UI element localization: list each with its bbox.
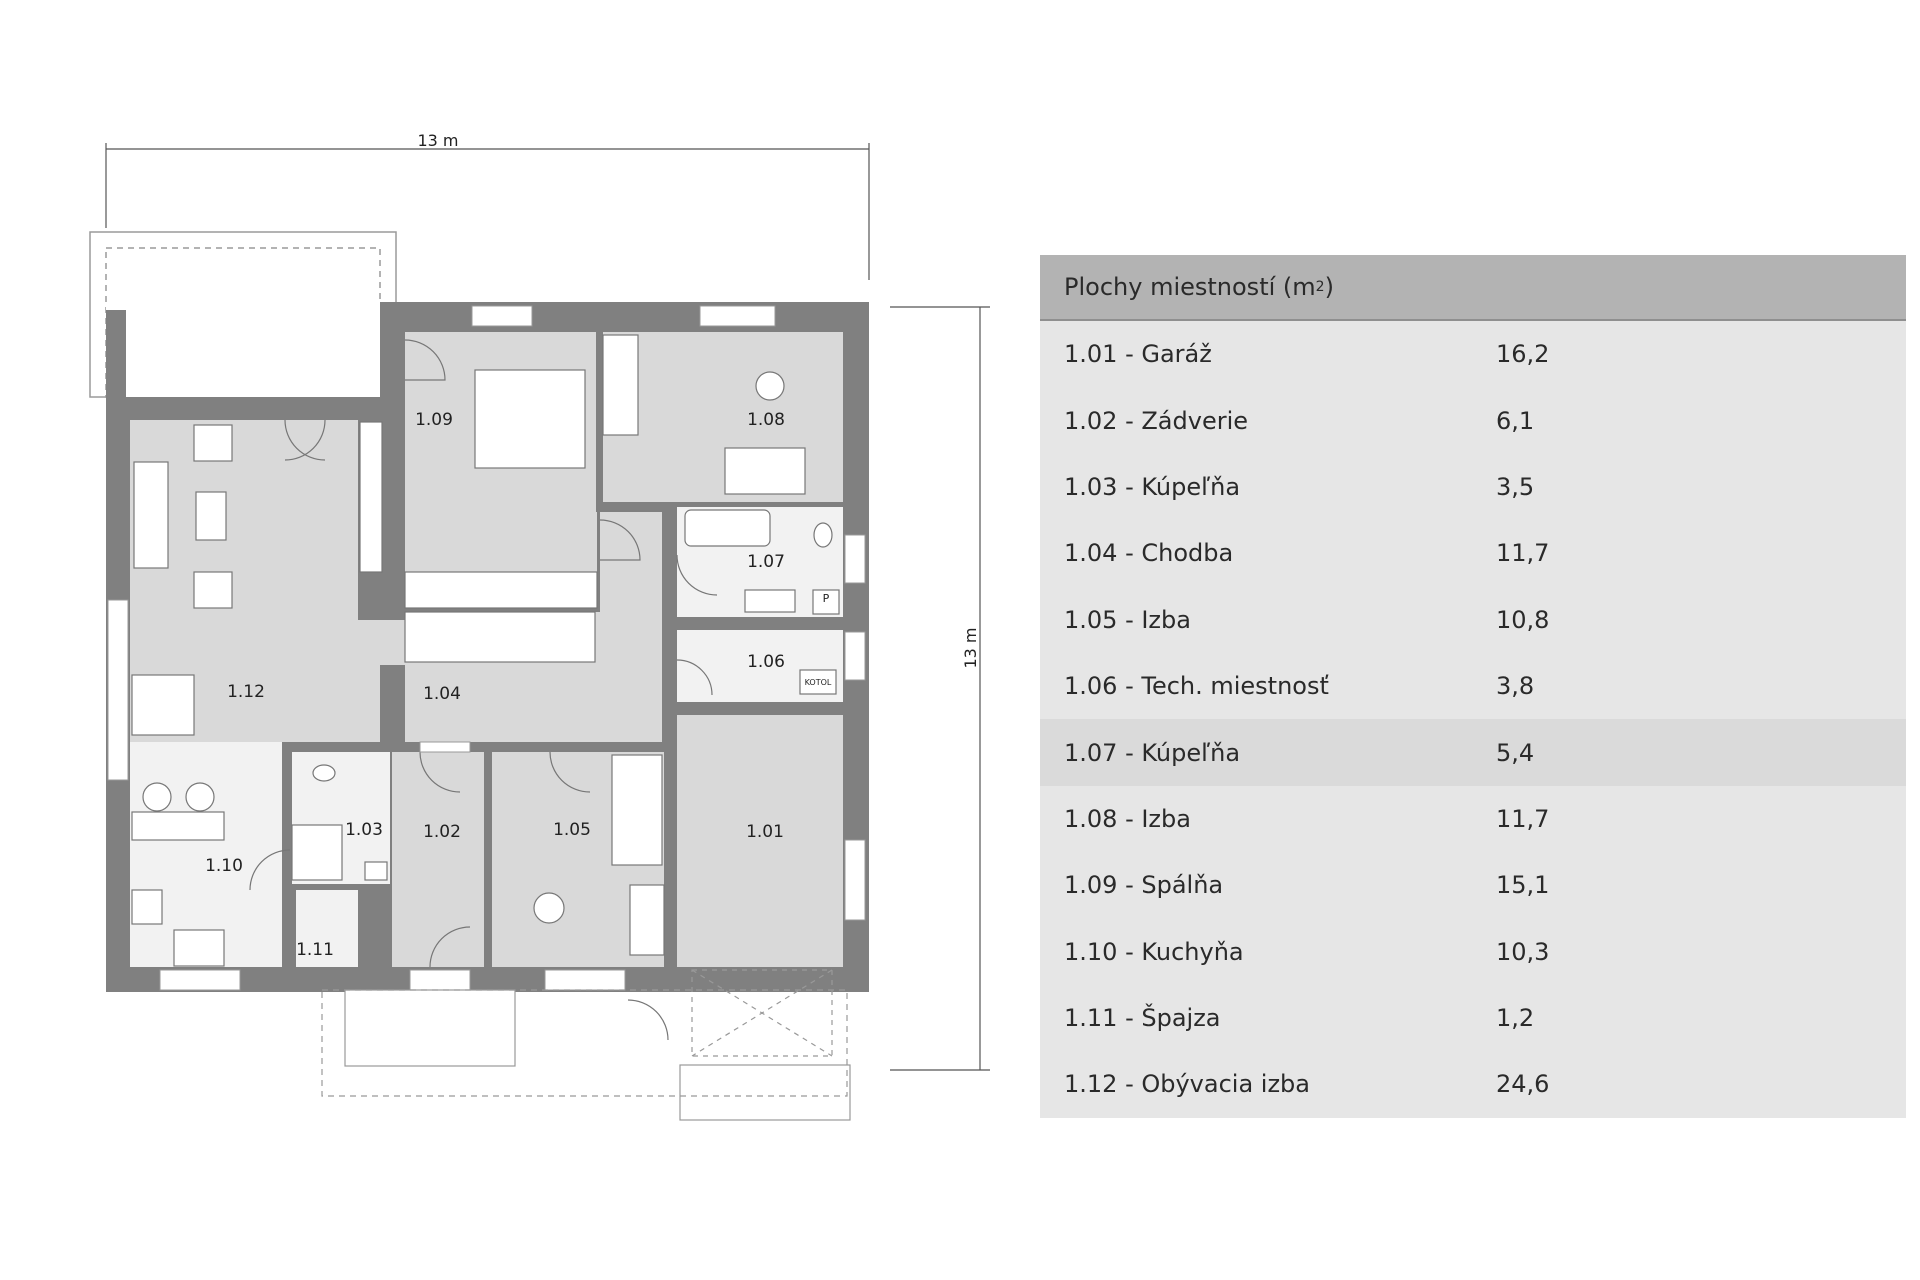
- room-label-1-02: 1.02: [423, 822, 461, 842]
- dimension-lines: [105, 143, 990, 1071]
- furniture: [131, 334, 840, 967]
- room-area: 3,8: [1496, 672, 1535, 701]
- room-area: 11,7: [1496, 539, 1550, 568]
- room-name: 1.03 - Kúpeľňa: [1064, 472, 1241, 501]
- room-area: 11,7: [1496, 804, 1550, 833]
- room-label-1-12: 1.12: [227, 682, 265, 702]
- table-title-text: Plochy miestností (m: [1064, 273, 1316, 301]
- room-label-1-03: 1.03: [345, 820, 383, 840]
- table-row: 1.10 - Kuchyňa 10,3: [1040, 919, 1906, 985]
- door-swings: [249, 339, 718, 1041]
- table-body: 1.01 - Garáž 16,2 1.02 - Zádverie 6,1 1.03…: [1040, 321, 1906, 1118]
- room-area: 6,1: [1496, 406, 1535, 435]
- table-row: 1.04 - Chodba 11,7: [1040, 520, 1906, 586]
- width-dimension-label: 13 m: [417, 131, 458, 150]
- table-row: 1.08 - Izba 11,7: [1040, 786, 1906, 852]
- room-area: 5,4: [1496, 738, 1535, 767]
- table-title-close: ): [1324, 273, 1334, 301]
- table-row: 1.05 - Izba 10,8: [1040, 587, 1906, 653]
- room-area: 10,3: [1496, 937, 1550, 966]
- p-label: P: [823, 592, 830, 605]
- room-name: 1.10 - Kuchyňa: [1064, 937, 1244, 966]
- windows: [107, 305, 866, 991]
- room-area: 16,2: [1496, 340, 1550, 369]
- room-area: 24,6: [1496, 1070, 1550, 1099]
- room-label-1-07: 1.07: [747, 552, 785, 572]
- room-label-1-08: 1.08: [747, 410, 785, 430]
- room-name: 1.12 - Obývacia izba: [1064, 1070, 1310, 1099]
- room-name: 1.08 - Izba: [1064, 804, 1191, 833]
- room-label-1-09: 1.09: [415, 410, 453, 430]
- room-name: 1.06 - Tech. miestnosť: [1064, 672, 1329, 701]
- table-row: 1.12 - Obývacia izba 24,6: [1040, 1051, 1906, 1117]
- table-row: 1.02 - Zádverie 6,1: [1040, 387, 1906, 453]
- entrance-area: [321, 969, 851, 1121]
- room-label-1-06: 1.06: [747, 652, 785, 672]
- room-name: 1.09 - Spálňa: [1064, 871, 1224, 900]
- room-name: 1.11 - Špajza: [1064, 1004, 1221, 1033]
- room-name: 1.05 - Izba: [1064, 605, 1191, 634]
- boiler-label: KOTOL: [805, 678, 832, 687]
- room-area: 10,8: [1496, 605, 1550, 634]
- table-row: 1.09 - Spálňa 15,1: [1040, 852, 1906, 918]
- room-label-1-04: 1.04: [423, 684, 461, 704]
- table-row: 1.01 - Garáž 16,2: [1040, 321, 1906, 387]
- room-label-1-01: 1.01: [746, 822, 784, 842]
- room-name: 1.04 - Chodba: [1064, 539, 1234, 568]
- room-name: 1.02 - Zádverie: [1064, 406, 1249, 435]
- room-area: 3,5: [1496, 472, 1535, 501]
- table-row: 1.07 - Kúpeľňa 5,4: [1040, 719, 1906, 786]
- room-area: 1,2: [1496, 1004, 1535, 1033]
- room-name: 1.07 - Kúpeľňa: [1064, 738, 1241, 767]
- room-name: 1.01 - Garáž: [1064, 340, 1212, 369]
- height-dimension-label: 13 m: [961, 627, 980, 668]
- table-row: 1.06 - Tech. miestnosť 3,8: [1040, 653, 1906, 719]
- room-area: 15,1: [1496, 871, 1550, 900]
- room-label-1-05: 1.05: [553, 820, 591, 840]
- table-row: 1.11 - Špajza 1,2: [1040, 985, 1906, 1051]
- table-title-superscript: 2: [1315, 279, 1325, 295]
- table-row: 1.03 - Kúpeľňa 3,5: [1040, 454, 1906, 520]
- room-label-1-11: 1.11: [296, 940, 334, 960]
- room-labels: 1.01 1.02 1.03 1.04 1.05 1.06 1.07 1.08 …: [205, 410, 785, 960]
- room-label-1-10: 1.10: [205, 856, 243, 876]
